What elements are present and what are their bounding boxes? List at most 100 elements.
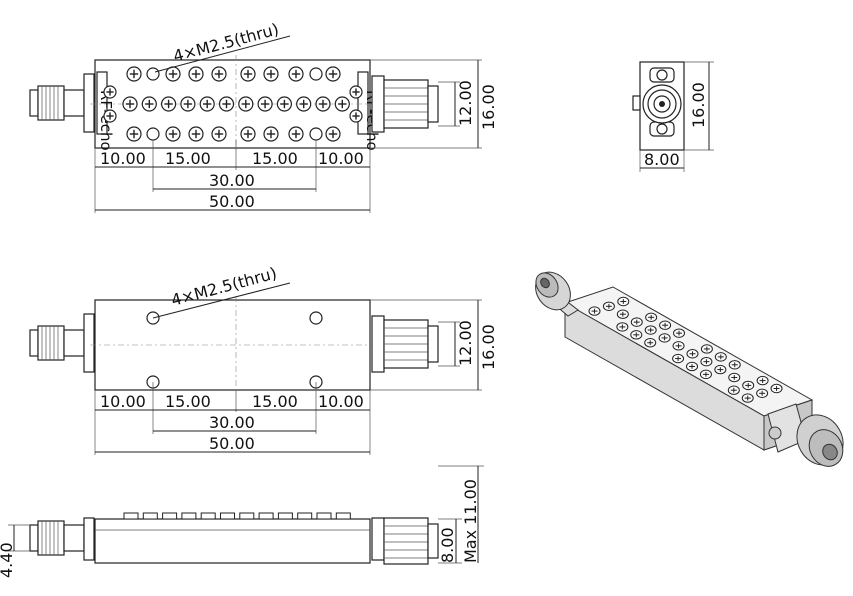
tuning-screw-icon xyxy=(700,344,713,354)
right-connector xyxy=(371,75,439,133)
tuning-screw-icon xyxy=(699,369,712,380)
tuning-screw-icon xyxy=(727,385,740,395)
side-h800: 8.00 xyxy=(438,527,457,563)
iso-screws xyxy=(588,296,783,403)
screw-head xyxy=(200,512,216,520)
screw-heads xyxy=(123,512,351,520)
tuning-screw-icon xyxy=(199,96,215,112)
tuning-screw-icon xyxy=(141,96,157,112)
tuning-screw-icon xyxy=(672,353,685,364)
screw-head xyxy=(277,512,293,520)
screw-head xyxy=(258,512,274,520)
tuning-screw-icon xyxy=(588,306,601,316)
top-h16: 16.00 xyxy=(479,84,498,130)
screw-head xyxy=(123,512,139,520)
tuning-screw-icon xyxy=(122,96,138,112)
bottom-h16: 16.00 xyxy=(479,324,498,370)
tuning-screw-icon xyxy=(714,364,727,375)
tuning-screw-icon xyxy=(686,349,699,359)
bottom-d30: 30.00 xyxy=(209,413,255,432)
tuning-screw-icon xyxy=(240,66,256,82)
tuning-screw-icon xyxy=(644,338,657,348)
tuning-screw-icon xyxy=(238,96,254,112)
tuning-screw-icon xyxy=(349,109,363,123)
tuning-screw-icon xyxy=(756,375,769,386)
side-h440: 4.40 xyxy=(0,542,16,578)
bottom-d15-left: 15.00 xyxy=(165,392,211,411)
top-d10-left: 10.00 xyxy=(100,149,146,168)
tuning-screw-icon xyxy=(658,333,671,343)
tuning-screw-icon xyxy=(616,309,629,319)
tuning-screw-icon xyxy=(126,126,142,142)
screw-head xyxy=(181,512,197,520)
tuning-screw-icon xyxy=(616,322,629,332)
tuning-screw-icon xyxy=(630,317,643,327)
tuning-screw-icon xyxy=(296,96,312,112)
iso-view xyxy=(535,271,844,467)
tuning-screw-icon xyxy=(218,96,235,112)
tuning-screw-icon xyxy=(263,126,279,142)
tuning-screw-icon xyxy=(325,126,341,142)
left-connector-3 xyxy=(29,517,95,561)
mount-hole xyxy=(309,67,323,81)
tuning-screw-icon xyxy=(103,85,117,99)
screw-head xyxy=(297,512,313,520)
tuning-screw-icon xyxy=(349,85,363,99)
iso-left-connector xyxy=(535,271,579,317)
screw-head xyxy=(162,512,178,520)
right-connector-2 xyxy=(371,315,439,373)
top-h12: 12.00 xyxy=(456,80,475,126)
tuning-screw-icon xyxy=(741,393,754,403)
tuning-screw-icon xyxy=(334,96,350,112)
tuning-screw-icon xyxy=(617,296,630,307)
right-connector-3 xyxy=(371,517,439,565)
side-hmax: Max 11.00 xyxy=(461,479,480,563)
bottom-d10-left: 10.00 xyxy=(100,392,146,411)
side-body xyxy=(94,518,371,564)
tuning-screw-icon xyxy=(686,361,699,372)
side-view: 4.40 8.00 Max 11.00 xyxy=(0,465,484,578)
top-d15-right: 15.00 xyxy=(252,149,298,168)
top-d50: 50.00 xyxy=(209,192,255,211)
tuning-screws xyxy=(103,66,363,142)
tuning-screw-icon xyxy=(211,126,227,142)
tuning-screw-icon xyxy=(288,66,304,82)
tuning-screw-icon xyxy=(180,96,196,112)
tuning-screw-icon xyxy=(672,341,685,351)
tuning-screw-icon xyxy=(165,66,181,82)
tuning-screw-icon xyxy=(257,96,273,112)
tuning-screw-icon xyxy=(700,356,713,367)
tuning-screw-icon xyxy=(161,96,177,112)
tuning-screw-icon xyxy=(602,301,615,311)
end-view: 16.00 8.00 xyxy=(632,61,714,172)
tuning-screw-icon xyxy=(126,66,142,82)
left-connector xyxy=(29,73,95,133)
tuning-screw-icon xyxy=(742,380,755,391)
tuning-screw-icon xyxy=(756,388,769,399)
tuning-screw-icon xyxy=(288,126,304,142)
mount-hole xyxy=(146,127,160,141)
end-h16: 16.00 xyxy=(689,82,708,128)
screw-head xyxy=(335,512,351,520)
tuning-screw-icon xyxy=(673,328,686,338)
tuning-screw-icon xyxy=(315,96,331,112)
mount-hole xyxy=(309,127,323,141)
bottom-h12: 12.00 xyxy=(456,320,475,366)
tuning-screw-icon xyxy=(165,126,181,142)
tuning-screw-icon xyxy=(645,312,658,323)
tuning-screw-icon xyxy=(188,66,204,82)
tuning-screw-icon xyxy=(211,66,227,82)
tuning-screw-icon xyxy=(728,360,741,370)
top-d10-right: 10.00 xyxy=(318,149,364,168)
screw-head xyxy=(142,512,158,520)
tuning-screw-icon xyxy=(325,66,341,82)
tuning-screw-icon xyxy=(714,352,727,362)
screw-head xyxy=(220,512,235,520)
end-w8: 8.00 xyxy=(644,150,680,169)
tuning-screw-icon xyxy=(659,320,672,330)
bottom-view: 4×M2.5(thru) 12.00 16.00 10.00 15.00 15.… xyxy=(29,263,498,455)
mount-hole xyxy=(309,311,323,325)
tuning-screw-icon xyxy=(770,383,783,394)
mount-hole xyxy=(146,67,160,81)
